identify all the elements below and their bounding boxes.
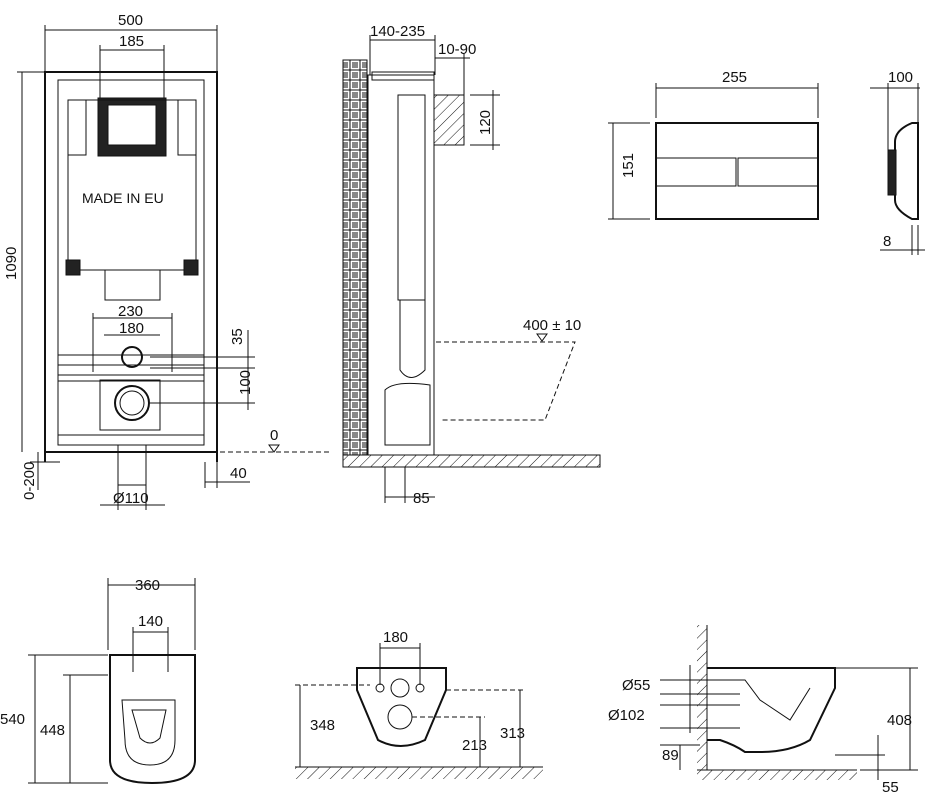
dim-hole-spacing: 140: [138, 613, 163, 630]
dim-width: 500: [118, 12, 143, 29]
bowl-top-view: 360 140 540 448: [0, 577, 196, 785]
floor: [342, 454, 601, 468]
bowl-side-view: Ø55 Ø102 89 408 55: [608, 625, 918, 796]
wall: [342, 59, 368, 456]
dim-button-height: 120: [477, 110, 494, 135]
wall-side: [697, 625, 707, 770]
dim-outlet-diameter: Ø102: [608, 707, 645, 724]
dim-rear-top-height: 313: [500, 725, 525, 742]
flush-plate-side: 100 8: [870, 69, 925, 255]
dim-plate-height: 151: [620, 153, 637, 178]
dim-bowl-length: 540: [0, 711, 25, 728]
bowl-top-outline: [109, 654, 196, 785]
dim-outlet-height: 89: [662, 747, 679, 764]
dim-bowl-width: 360: [135, 577, 160, 594]
dim-side-depth: 100: [888, 69, 913, 86]
dim-side-height: 408: [887, 712, 912, 729]
flush-plate-front: 255 151: [608, 69, 819, 220]
flush-plate: [655, 122, 819, 220]
dim-offset-100: 100: [237, 370, 254, 395]
made-in-eu-label: MADE IN EU: [82, 190, 164, 206]
dim-side-gap: 55: [882, 779, 899, 796]
side-view: 140-235 10-90 120 400 ± 10 85: [342, 23, 601, 507]
flush-button-left: [655, 157, 737, 187]
dim-inlet-diameter: Ø55: [622, 677, 650, 694]
dim-leg-offset: 40: [230, 465, 247, 482]
flush-button-right: [737, 157, 819, 187]
dim-plate-width: 255: [722, 69, 747, 86]
bowl-side-outline: [707, 667, 836, 753]
dim-bracket-outer: 230: [118, 303, 143, 320]
dim-drain-diameter: Ø110: [113, 490, 149, 507]
zero-level: 0: [270, 427, 278, 444]
floor-side: [697, 770, 857, 780]
floor-rear: [295, 767, 543, 779]
dim-bracket-inner: 180: [119, 320, 144, 337]
dim-top-width: 185: [119, 33, 144, 50]
bowl-rear-outline: [356, 667, 447, 747]
dim-bowl-height: 400 ± 10: [523, 317, 581, 334]
dim-rear-outlet-height: 213: [462, 737, 487, 754]
frame-outline: [44, 71, 218, 453]
dim-bolt-spacing: 180: [383, 629, 408, 646]
dim-thickness: 8: [883, 233, 891, 250]
dim-rear-height: 348: [310, 717, 335, 734]
dim-height: 1090: [3, 247, 20, 280]
bowl-rear-view: 180 348 313 213: [295, 629, 543, 779]
dim-drain-offset: 85: [413, 490, 430, 507]
dim-button-depth: 10-90: [438, 41, 476, 58]
dim-offset-35: 35: [229, 328, 246, 345]
dim-bowl-inner: 448: [40, 722, 65, 739]
dim-leg-adjust: 0-200: [21, 462, 38, 500]
front-view: MADE IN EU 500 185 1090 230 180 35 100 0…: [3, 12, 330, 510]
bowl-outline: [436, 341, 576, 421]
dim-depth: 140-235: [370, 23, 425, 40]
